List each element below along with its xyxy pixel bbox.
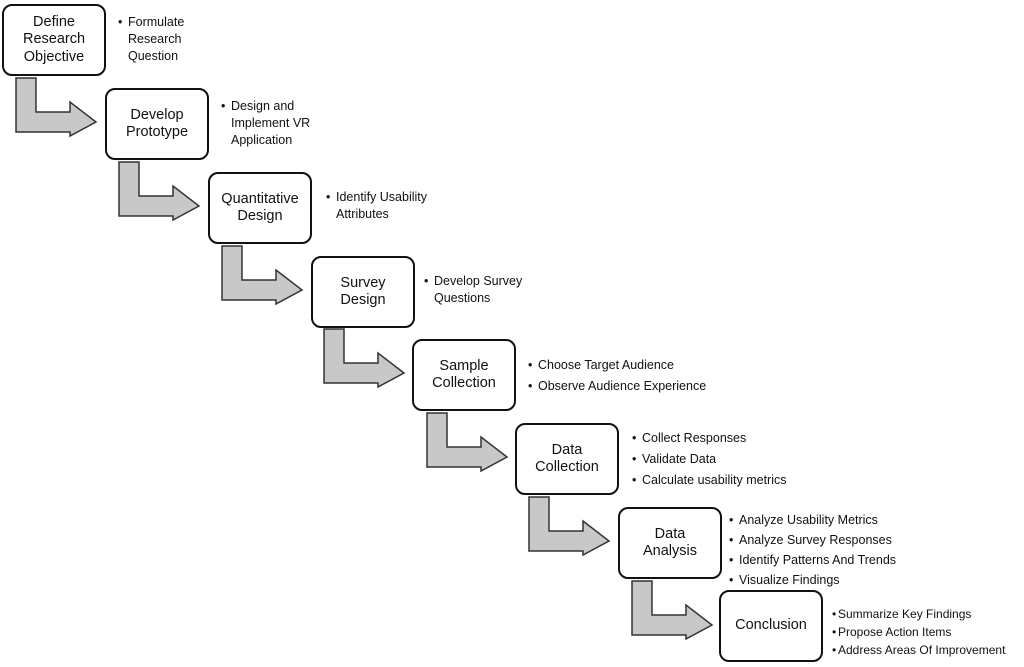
- bullet-item: Visualize Findings: [729, 572, 929, 589]
- stage-label: Conclusion: [735, 617, 807, 634]
- bullet-item: Design and Implement VR Application: [221, 98, 341, 149]
- stage-label: Quantitative Design: [221, 190, 299, 224]
- flow-arrow-icon: [527, 495, 611, 557]
- stage-box-sample-collection: Sample Collection: [412, 339, 516, 411]
- stage-bullets: Identify Usability Attributes: [326, 189, 476, 227]
- bullet-item: Identify Patterns And Trends: [729, 552, 929, 569]
- flow-arrow-icon: [322, 327, 406, 389]
- stage-bullets: Summarize Key Findings Propose Action It…: [832, 606, 1022, 661]
- bullet-item: Collect Responses: [632, 430, 852, 447]
- bullet-item: Address Areas Of Improvement: [832, 642, 1022, 658]
- flow-arrow-icon: [220, 244, 304, 306]
- stage-box-survey-design: Survey Design: [311, 256, 415, 328]
- flow-arrow-icon: [425, 411, 509, 473]
- bullet-item: Develop Survey Questions: [424, 273, 564, 307]
- bullet-item: Analyze Survey Responses: [729, 532, 929, 549]
- stage-box-data-collection: Data Collection: [515, 423, 619, 495]
- bullet-item: Propose Action Items: [832, 624, 1022, 640]
- flow-arrow-icon: [117, 160, 201, 222]
- bullet-item: Analyze Usability Metrics: [729, 512, 929, 529]
- stage-label: Survey Design: [340, 274, 386, 308]
- stage-label: Data Analysis: [643, 525, 697, 559]
- stage-label: Develop Prototype: [125, 106, 189, 140]
- stage-box-data-analysis: Data Analysis: [618, 507, 722, 579]
- bullet-item: Summarize Key Findings: [832, 606, 1022, 622]
- bullet-item: Choose Target Audience: [528, 357, 758, 374]
- stage-label: Sample Collection: [432, 357, 496, 391]
- bullet-item: Observe Audience Experience: [528, 378, 758, 395]
- stage-bullets: Design and Implement VR Application: [221, 98, 341, 153]
- bullet-item: Calculate usability metrics: [632, 472, 852, 489]
- stage-bullets: Formulate Research Question: [118, 14, 218, 69]
- stage-bullets: Choose Target Audience Observe Audience …: [528, 357, 758, 399]
- stage-bullets: Analyze Usability Metrics Analyze Survey…: [729, 512, 929, 592]
- stage-box-quantitative-design: Quantitative Design: [208, 172, 312, 244]
- bullet-item: Identify Usability Attributes: [326, 189, 476, 223]
- stage-box-develop-prototype: Develop Prototype: [105, 88, 209, 160]
- stage-box-conclusion: Conclusion: [719, 590, 823, 662]
- stage-label: Define Research Objective: [22, 13, 86, 65]
- stage-bullets: Collect Responses Validate Data Calculat…: [632, 430, 852, 493]
- bullet-item: Validate Data: [632, 451, 852, 468]
- flow-arrow-icon: [14, 76, 98, 138]
- bullet-item: Formulate Research Question: [118, 14, 218, 65]
- stage-box-define-research-objective: Define Research Objective: [2, 4, 106, 76]
- stage-label: Data Collection: [535, 441, 599, 475]
- flow-arrow-icon: [630, 579, 714, 641]
- stage-bullets: Develop Survey Questions: [424, 273, 564, 311]
